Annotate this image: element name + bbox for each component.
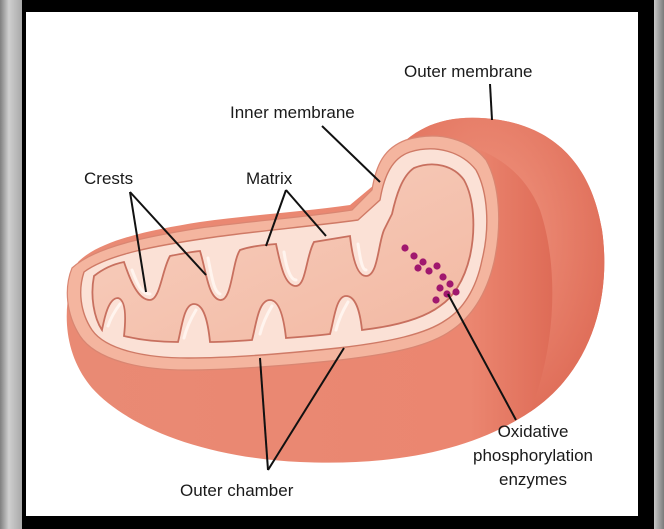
label-oxphos-line1: Oxidative: [498, 422, 569, 441]
label-inner-membrane: Inner membrane: [230, 103, 355, 122]
label-oxphos-line2: phosphorylation: [473, 446, 593, 465]
label-oxphos-line3: enzymes: [499, 470, 567, 489]
enzyme-dot: [414, 264, 421, 271]
enzyme-dot: [433, 262, 440, 269]
enzyme-dot: [439, 273, 446, 280]
enzyme-dot: [452, 288, 459, 295]
label-outer-chamber: Outer chamber: [180, 481, 294, 500]
enzyme-dot: [432, 296, 439, 303]
enzyme-dot: [401, 244, 408, 251]
enzyme-dot: [410, 252, 417, 259]
leader-inner-membrane: [322, 126, 380, 182]
leader-outer-membrane: [490, 84, 492, 120]
label-outer-membrane: Outer membrane: [404, 62, 533, 81]
enzyme-dot: [425, 267, 432, 274]
enzyme-dot: [446, 280, 453, 287]
enzyme-dot: [419, 258, 426, 265]
label-crests: Crests: [84, 169, 133, 188]
label-matrix: Matrix: [246, 169, 293, 188]
enzyme-dot: [436, 284, 443, 291]
